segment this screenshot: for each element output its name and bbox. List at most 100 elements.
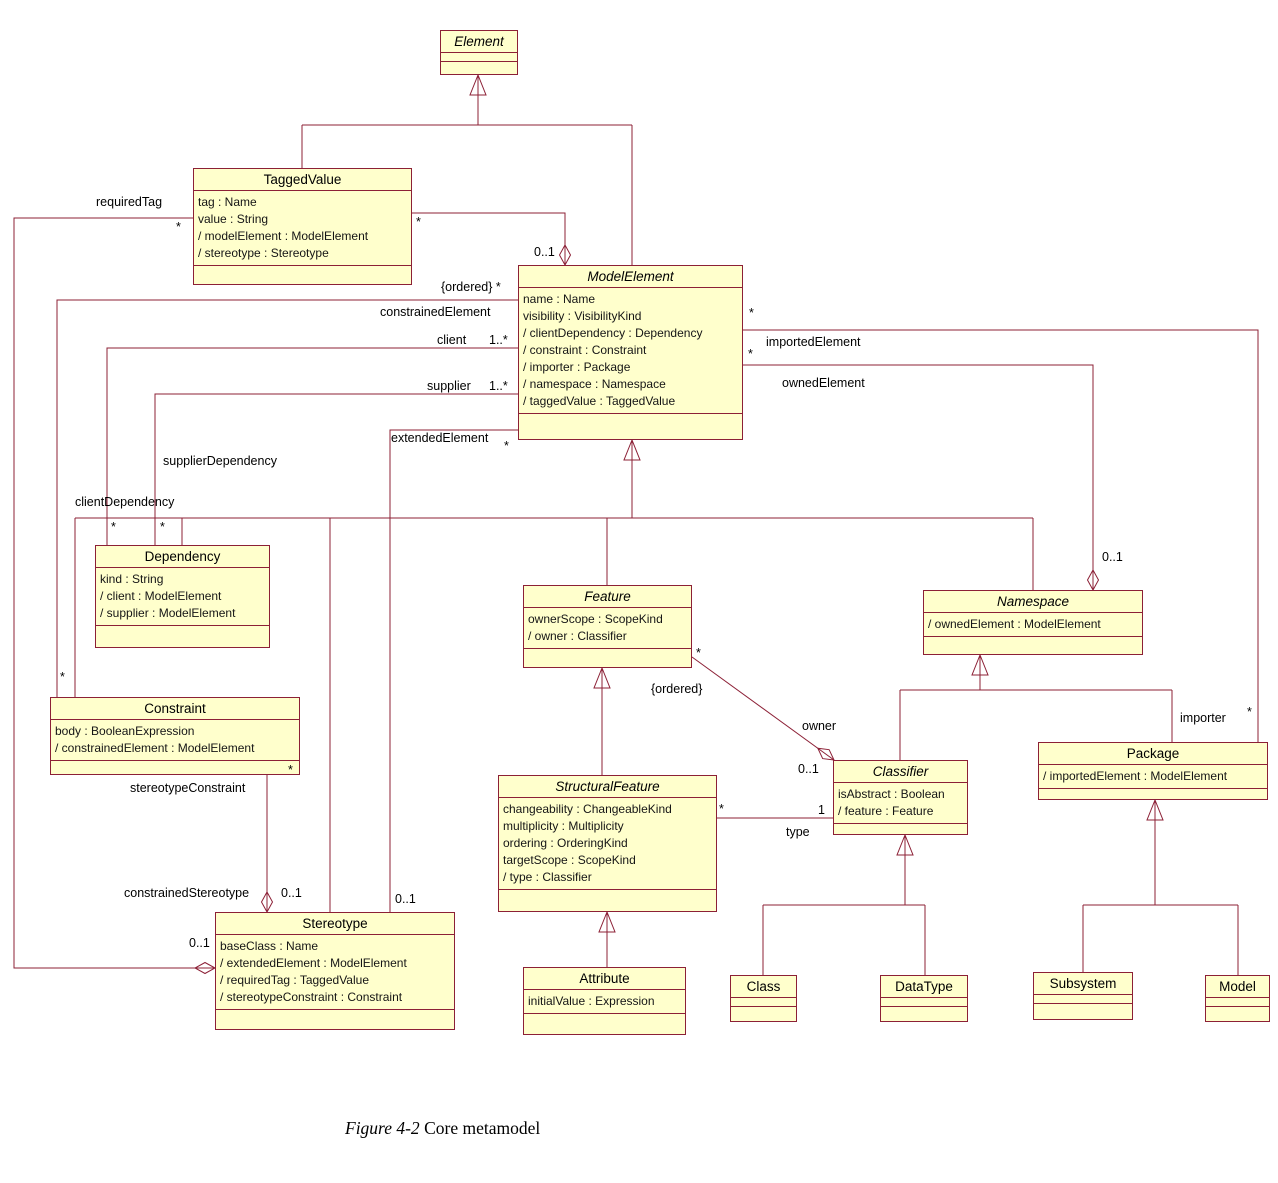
class-name: DataType — [881, 976, 967, 998]
association-taggedvalue-modelelement — [412, 212, 565, 265]
uml-class-element: Element — [440, 30, 518, 75]
label-supplier: supplier — [427, 379, 471, 393]
label-type: type — [786, 825, 810, 839]
label-extended-element: extendedElement — [391, 431, 489, 445]
label-required-tag-owner-mult: 0..1 — [189, 936, 210, 950]
attributes-compartment: baseClass : Name / extendedElement : Mod… — [216, 935, 454, 1010]
attributes-compartment: changeability : ChangeableKind multiplic… — [499, 798, 716, 890]
association-ownedelement — [743, 364, 1093, 590]
label-type-source-mult: * — [719, 802, 724, 816]
operations-compartment — [441, 62, 517, 74]
attribute: / type : Classifier — [503, 870, 592, 884]
label-owned-element: ownedElement — [782, 376, 865, 390]
attribute: / namespace : Namespace — [523, 377, 666, 391]
attribute: / owner : Classifier — [528, 629, 627, 643]
attributes-compartment: name : Name visibility : VisibilityKind … — [519, 288, 742, 414]
class-name: Dependency — [96, 546, 269, 568]
attribute: / constrainedElement : ModelElement — [55, 741, 255, 755]
attributes-compartment — [731, 998, 796, 1007]
figure-caption: Figure 4-2 Core metamodel — [345, 1118, 540, 1139]
label-stereotype-constraint-mult: * — [288, 763, 293, 777]
label-owner: owner — [802, 719, 837, 733]
operations-compartment — [51, 761, 299, 774]
label-extended-element-source-mult: 0..1 — [395, 892, 416, 906]
attributes-compartment: initialValue : Expression — [524, 990, 685, 1014]
class-name: Class — [731, 976, 796, 998]
attribute: value : String — [198, 212, 269, 226]
uml-class-dependency: Dependency kind : String / client : Mode… — [95, 545, 270, 648]
operations-compartment — [524, 649, 691, 667]
attribute: / taggedValue : TaggedValue — [523, 394, 676, 408]
label-supplier-mult: 1..* — [489, 379, 508, 393]
uml-class-constraint: Constraint body : BooleanExpression / co… — [50, 697, 300, 775]
class-name: ModelElement — [519, 266, 742, 288]
label-owned-element-mult: * — [748, 347, 753, 361]
attribute: / client : ModelElement — [100, 589, 222, 603]
operations-compartment — [881, 1007, 967, 1021]
attributes-compartment: / importedElement : ModelElement — [1039, 765, 1267, 789]
label-feature-mult: * — [696, 646, 701, 660]
attribute: ownerScope : ScopeKind — [528, 612, 663, 626]
label-feature-ordered: {ordered} — [651, 682, 703, 696]
label-constrained-element: constrainedElement — [380, 305, 491, 319]
attribute: / ownedElement : ModelElement — [928, 617, 1101, 631]
class-name: TaggedValue — [194, 169, 411, 191]
attributes-compartment — [441, 53, 517, 62]
attribute: / extendedElement : ModelElement — [220, 956, 407, 970]
label-supplier-dependency: supplierDependency — [163, 454, 277, 468]
label-type-target-mult: 1 — [818, 803, 825, 817]
uml-class-model: Model — [1205, 975, 1270, 1022]
label-owned-element-owner-mult: 0..1 — [1102, 550, 1123, 564]
figure-caption-title: Core metamodel — [424, 1118, 541, 1138]
label-imported-element: importedElement — [766, 335, 861, 349]
attribute: ordering : OrderingKind — [503, 836, 628, 850]
operations-compartment — [216, 1010, 454, 1029]
class-name: Subsystem — [1034, 973, 1132, 995]
operations-compartment — [519, 414, 742, 439]
attribute: / importer : Package — [523, 360, 631, 374]
label-supplier-dependency-mult: * — [160, 520, 165, 534]
class-name: Stereotype — [216, 913, 454, 935]
class-name: StructuralFeature — [499, 776, 716, 798]
attributes-compartment: body : BooleanExpression / constrainedEl… — [51, 720, 299, 761]
uml-class-structuralfeature: StructuralFeature changeability : Change… — [498, 775, 717, 912]
operations-compartment — [924, 637, 1142, 654]
uml-class-attribute: Attribute initialValue : Expression — [523, 967, 686, 1035]
operations-compartment — [194, 266, 411, 284]
label-client-dependency: clientDependency — [75, 495, 175, 509]
uml-class-feature: Feature ownerScope : ScopeKind / owner :… — [523, 585, 692, 668]
label-imported-element-mult: * — [749, 306, 754, 320]
label-importer-mult: * — [1247, 705, 1252, 719]
label-stereotype-constraint: stereotypeConstraint — [130, 781, 246, 795]
label-owner-mult: 0..1 — [798, 762, 819, 776]
attribute: multiplicity : Multiplicity — [503, 819, 624, 833]
label-extended-element-mult: * — [504, 439, 509, 453]
attributes-compartment — [1034, 995, 1132, 1004]
attribute: / importedElement : ModelElement — [1043, 769, 1228, 783]
association-owner-feature — [691, 656, 834, 760]
association-requiredtag-stereotype — [13, 217, 215, 968]
attribute: / stereotype : Stereotype — [198, 246, 329, 260]
operations-compartment — [499, 890, 716, 911]
operations-compartment — [524, 1014, 685, 1034]
class-name: Classifier — [834, 761, 967, 783]
attribute: tag : Name — [198, 195, 257, 209]
attribute: isAbstract : Boolean — [838, 787, 945, 801]
attribute: / requiredTag : TaggedValue — [220, 973, 369, 987]
attribute: changeability : ChangeableKind — [503, 802, 672, 816]
figure-caption-number: Figure 4-2 — [345, 1118, 420, 1138]
operations-compartment — [96, 626, 269, 647]
class-name: Model — [1206, 976, 1269, 998]
association-client — [106, 347, 518, 545]
label-constrained-stereotype: constrainedStereotype — [124, 886, 250, 900]
class-name: Package — [1039, 743, 1267, 765]
uml-class-stereotype: Stereotype baseClass : Name / extendedEl… — [215, 912, 455, 1030]
label-constrained-element-ordered-mult: {ordered} * — [441, 280, 501, 294]
association-supplier — [154, 393, 518, 545]
attributes-compartment: tag : Name value : String / modelElement… — [194, 191, 411, 266]
association-extendedelement — [389, 429, 518, 912]
attribute: / modelElement : ModelElement — [198, 229, 369, 243]
label-client-dependency-mult: * — [111, 520, 116, 534]
attribute: visibility : VisibilityKind — [523, 309, 642, 323]
